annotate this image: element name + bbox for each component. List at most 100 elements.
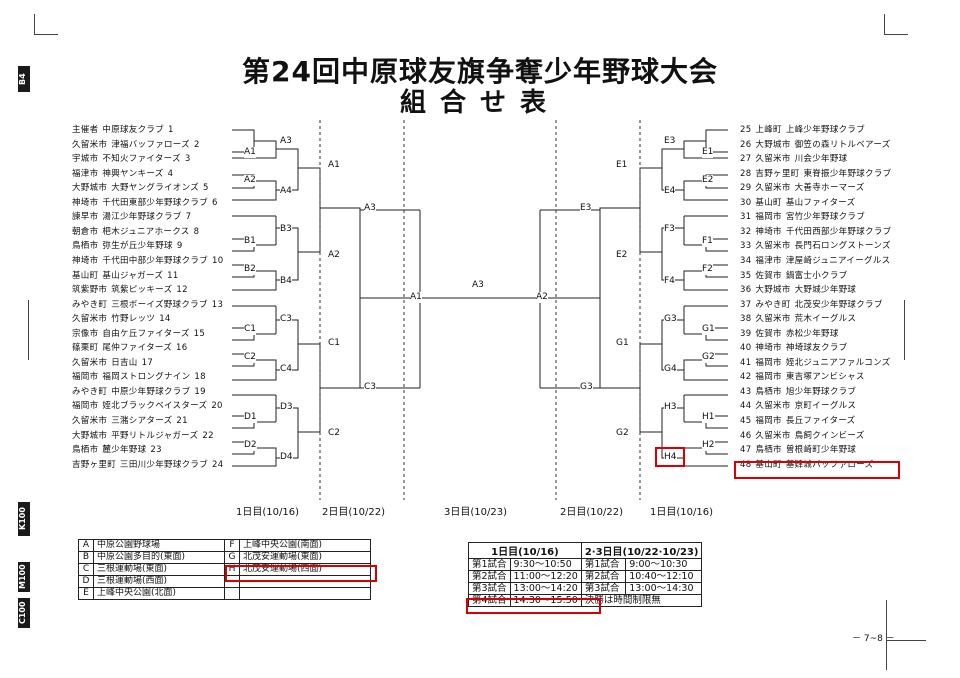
game-time: 9:00～10:30 <box>625 558 703 571</box>
team-name: 大野ヤングライオンズ <box>111 183 200 194</box>
venue-key <box>224 587 240 600</box>
schedule-head-day23: 2·3日目(10/22·10/23) <box>580 542 703 559</box>
team-number: 42 <box>740 372 752 383</box>
team-name: 千代田東部少年野球クラブ <box>102 197 209 208</box>
team-number: 8 <box>193 226 200 237</box>
crop-mark <box>884 14 885 34</box>
team-number: 43 <box>740 386 752 397</box>
node-e4: E4 <box>664 186 676 197</box>
team-name: 福岡ストロングナイン <box>102 372 191 383</box>
team-name: 筑紫ピッキーズ <box>111 285 173 296</box>
team-city: 鳥栖市 <box>755 445 782 456</box>
team-number: 6 <box>212 197 218 208</box>
node-c2: C2 <box>244 352 257 363</box>
team-name: 北茂安少年野球クラブ <box>794 299 883 310</box>
team-city: 福津市 <box>72 168 99 179</box>
team-name: 杷木ジュニアホークス <box>102 226 190 237</box>
team-number: 47 <box>740 445 752 456</box>
team-city: 諫早市 <box>72 212 99 223</box>
node-r2-g2: G2 <box>616 428 629 439</box>
highlight-game4 <box>466 598 601 614</box>
team-name: 長丘ファイターズ <box>785 416 856 426</box>
team-name: 麓少年野球 <box>102 445 147 456</box>
day-label-day3: 3日目(10/23) <box>444 507 507 518</box>
crop-mark <box>884 34 908 35</box>
team-city: 神埼市 <box>72 197 99 208</box>
team-name: 不知火ファイターズ <box>102 154 181 165</box>
team-name: 弥生が丘少年野球 <box>102 241 173 252</box>
team-name: 川会少年野球 <box>794 154 848 165</box>
team-number: 19 <box>194 386 206 397</box>
team-number: 36 <box>740 285 752 296</box>
game-label: 第3試合 <box>580 582 627 595</box>
venue-key: G <box>224 551 240 564</box>
page-subtitle: 組合せ表 <box>399 88 560 118</box>
node-f3: F3 <box>664 224 675 235</box>
team-city: 福岡市 <box>755 372 782 383</box>
venue-key: A <box>78 539 94 552</box>
team-number: 3 <box>184 154 191 165</box>
node-h1: H1 <box>702 412 715 423</box>
node-g4: G4 <box>664 364 677 375</box>
team-number: 4 <box>167 168 174 179</box>
node-r3-c3: C3 <box>364 382 377 393</box>
team-number: 14 <box>159 314 171 325</box>
venue-name: 三根運動場(東面) <box>93 563 225 576</box>
team-city: 上峰町 <box>755 125 782 135</box>
team-city: 宗像市 <box>72 328 99 339</box>
node-a3: A3 <box>280 136 292 147</box>
node-g3: G3 <box>664 314 677 325</box>
page-title: 第24回中原球友旗争奪少年野球大会 <box>242 55 718 88</box>
node-g2: G2 <box>702 352 715 363</box>
team-name: 姪北ブラックベイスターズ <box>102 401 208 412</box>
node-d4: D4 <box>280 452 293 463</box>
schedule-head-day1: 1日目(10/16) <box>468 542 582 559</box>
game-time: 9:30～10:50 <box>509 558 582 571</box>
team-name: 鳥飼クインビーズ <box>794 430 865 441</box>
node-h4: H4 <box>664 452 677 463</box>
team-city: 基山町 <box>72 270 99 281</box>
team-number: 25 <box>740 125 752 135</box>
team-name: 千代田中部少年野球クラブ <box>102 255 209 266</box>
node-c4: C4 <box>280 364 293 375</box>
page-number: － 7~8 － <box>852 634 895 644</box>
team-name: 基肄城バッファローズ <box>785 459 874 470</box>
team-city: 基山町 <box>755 459 782 470</box>
node-r2-g1: G1 <box>616 338 629 349</box>
team-number: 9 <box>176 241 183 252</box>
game-time: 10:40～12:10 <box>625 570 703 583</box>
team-name: 曽根崎町少年野球 <box>785 445 857 456</box>
venue-name: 北茂安運動場(東面) <box>239 551 371 564</box>
team-number: 39 <box>740 328 752 339</box>
team-city: 吉野ヶ里町 <box>72 459 117 470</box>
game-label: 第2試合 <box>468 570 511 583</box>
team-city: 大野城市 <box>72 430 108 441</box>
team-number: 46 <box>740 430 752 441</box>
node-r2-a2: A2 <box>328 250 340 261</box>
team-name: 御笠の森リトルベアーズ <box>794 139 891 150</box>
team-number: 21 <box>176 416 188 426</box>
team-city: 朝倉市 <box>72 226 99 237</box>
